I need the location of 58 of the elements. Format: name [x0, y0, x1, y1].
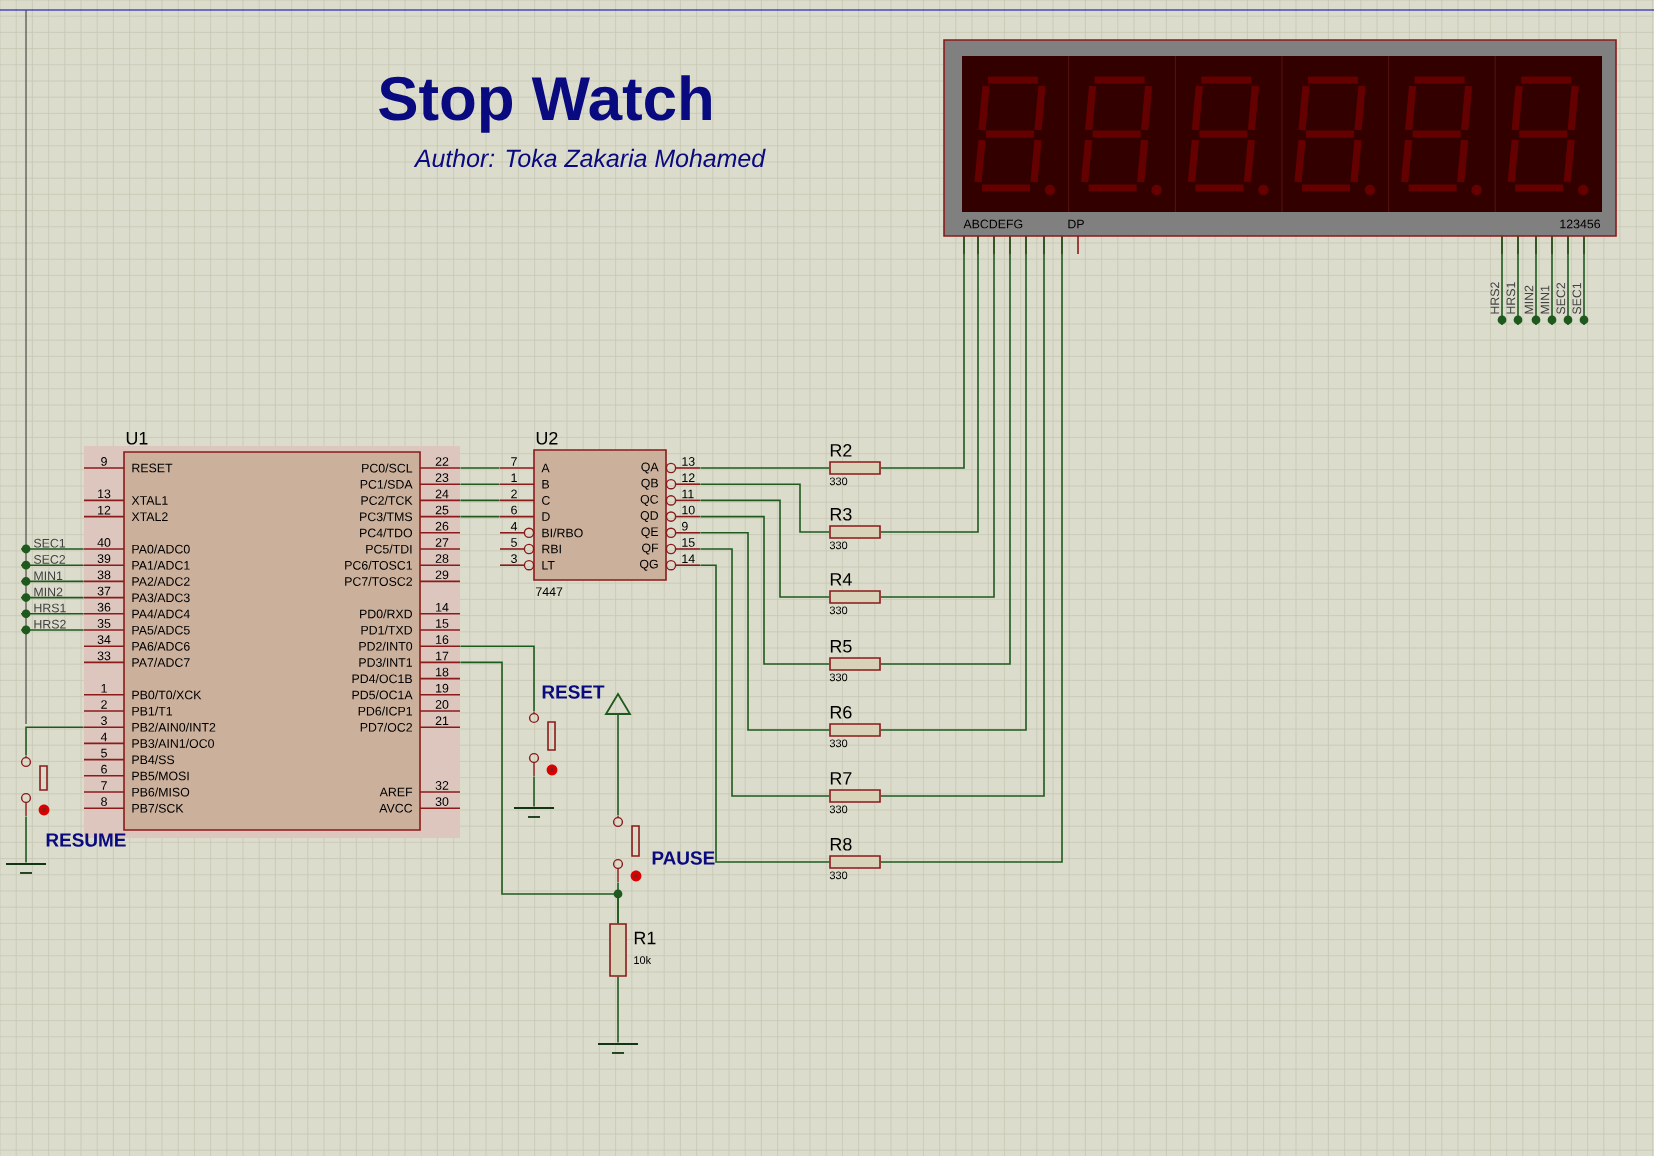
- wire: [1535, 236, 1537, 326]
- wire: [699, 532, 830, 731]
- resistor-label: R2: [830, 444, 852, 457]
- push-button-drawing: [612, 815, 642, 883]
- resistor-label: R7: [830, 772, 852, 785]
- resistor-label: R8: [830, 837, 852, 851]
- resistor-label: R3: [830, 507, 852, 521]
- title: Stop Watch: [379, 75, 711, 133]
- wire: [880, 236, 1027, 731]
- wire: [1567, 236, 1569, 326]
- wire: [880, 236, 965, 469]
- switch-label: RESET: [542, 685, 605, 699]
- wire: [25, 726, 85, 757]
- ground-symbol: [597, 1043, 639, 1054]
- ground-symbol: [513, 807, 555, 818]
- resistor-label: R6: [830, 705, 852, 719]
- wire: [617, 713, 619, 817]
- wire: [699, 499, 830, 598]
- resistor-label: R1: [634, 931, 656, 945]
- wire: [459, 483, 501, 485]
- wire: [880, 236, 1011, 665]
- wire: [459, 499, 501, 502]
- wire: [880, 236, 1063, 863]
- wire: [699, 548, 830, 797]
- wire: [1517, 236, 1519, 326]
- wire: [617, 976, 619, 1044]
- switch-label: PAUSE: [652, 851, 715, 865]
- switch-label: RESUME: [46, 833, 126, 847]
- wire: [20, 548, 85, 550]
- wire: [1551, 236, 1553, 326]
- chip-label: U2: [536, 431, 558, 445]
- ground-symbol: [5, 863, 47, 874]
- push-button-drawing: [20, 755, 50, 817]
- wire: [20, 564, 85, 566]
- resistor-label: R4: [830, 573, 852, 586]
- wire: [20, 629, 85, 631]
- wire: [533, 775, 535, 808]
- wire: [1583, 236, 1585, 326]
- wire: [699, 515, 830, 665]
- wire: [617, 881, 619, 924]
- wire: [880, 236, 1045, 797]
- wire: [880, 236, 995, 598]
- wire: [459, 515, 501, 518]
- wire: [1501, 236, 1503, 326]
- wire: [699, 564, 830, 863]
- chip-label: U1: [126, 432, 148, 445]
- wire: [880, 236, 979, 533]
- wire: [459, 645, 535, 713]
- wire: [699, 483, 830, 533]
- wire: [25, 815, 27, 864]
- wire: [459, 467, 501, 469]
- wire: [20, 613, 85, 615]
- push-button-drawing: [528, 711, 558, 777]
- wire: [699, 467, 830, 469]
- wire: [20, 580, 85, 583]
- resistor-label: R5: [830, 640, 852, 653]
- wire: [20, 596, 85, 599]
- author-line: Author: Toka Zakaria Mohamed: [413, 148, 766, 168]
